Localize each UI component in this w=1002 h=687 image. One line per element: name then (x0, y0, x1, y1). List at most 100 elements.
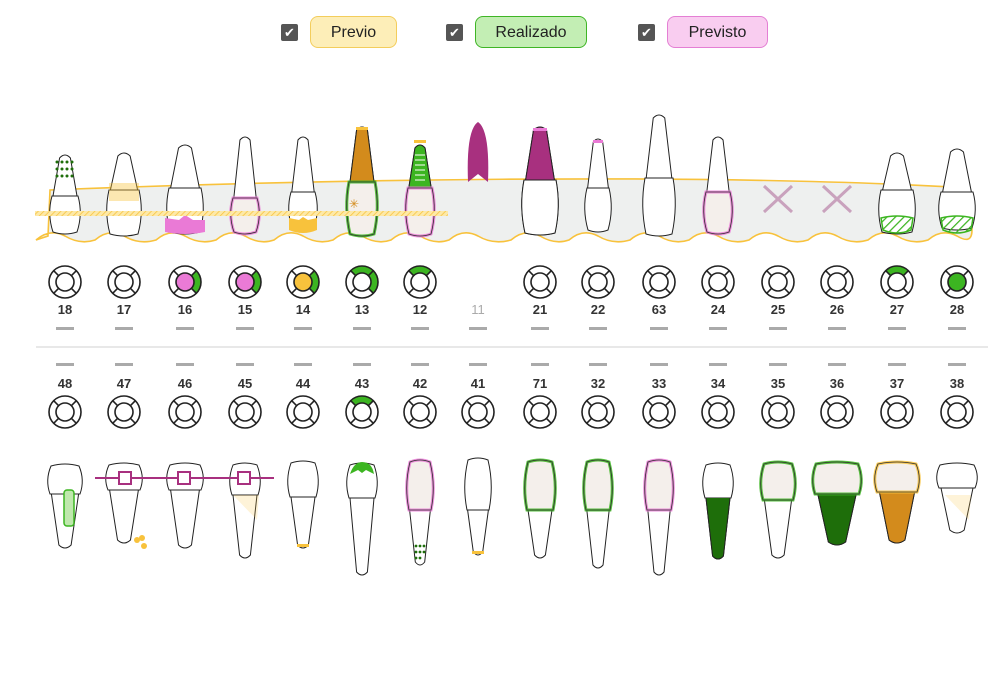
surface-selector-18[interactable] (48, 265, 82, 299)
surface-left[interactable] (107, 270, 118, 294)
surface-center[interactable] (352, 402, 372, 422)
surface-left[interactable] (524, 270, 534, 294)
surface-right[interactable] (546, 400, 556, 424)
surface-center[interactable] (530, 402, 550, 422)
surface-center[interactable] (887, 272, 907, 292)
surface-center[interactable] (293, 272, 313, 292)
surface-selector-16[interactable] (168, 265, 202, 299)
surface-top[interactable] (586, 395, 610, 406)
surface-left[interactable] (404, 270, 414, 294)
surface-right[interactable] (963, 270, 973, 294)
mobility-dash[interactable] (828, 327, 846, 330)
tooth-21[interactable] (521, 126, 559, 236)
surface-center[interactable] (768, 272, 788, 292)
tooth-34[interactable] (702, 462, 734, 560)
surface-top[interactable] (173, 265, 197, 276)
surface-center[interactable] (947, 402, 967, 422)
surface-selector-21[interactable] (523, 265, 557, 299)
surface-selector-27[interactable] (880, 265, 914, 299)
surface-top[interactable] (766, 395, 790, 406)
mobility-dash[interactable] (650, 327, 668, 330)
mobility-dash[interactable] (353, 363, 371, 366)
surface-bottom[interactable] (350, 288, 374, 299)
surface-top[interactable] (885, 395, 909, 406)
surface-bottom[interactable] (173, 418, 197, 429)
mobility-dash[interactable] (236, 327, 254, 330)
surface-selector-47[interactable] (107, 395, 141, 429)
surface-right[interactable] (843, 270, 853, 294)
surface-top[interactable] (706, 395, 730, 406)
mobility-dash[interactable] (888, 363, 906, 366)
surface-right[interactable] (71, 270, 82, 294)
surface-selector-12[interactable] (403, 265, 437, 299)
surface-right[interactable] (784, 400, 794, 424)
surface-right[interactable] (71, 400, 82, 424)
surface-bottom[interactable] (112, 288, 136, 298)
surface-top[interactable] (647, 265, 671, 276)
surface-left[interactable] (821, 270, 831, 294)
mobility-dash[interactable] (769, 327, 787, 330)
tooth-11-pontic[interactable] (467, 122, 489, 182)
mobility-dash[interactable] (353, 327, 371, 330)
surface-right[interactable] (963, 400, 973, 424)
tooth-33[interactable] (643, 458, 675, 576)
surface-bottom[interactable] (53, 288, 77, 298)
surface-left[interactable] (48, 400, 59, 424)
surface-bottom[interactable] (586, 418, 610, 429)
surface-center[interactable] (410, 272, 430, 292)
tooth-38[interactable] (936, 462, 978, 534)
surface-selector-42[interactable] (403, 395, 437, 429)
surface-left[interactable] (168, 270, 179, 294)
surface-left[interactable] (762, 400, 772, 424)
tooth-24[interactable] (702, 136, 734, 236)
surface-bottom[interactable] (885, 418, 909, 429)
surface-selector-14[interactable] (286, 265, 320, 299)
surface-selector-71[interactable] (523, 395, 557, 429)
surface-selector-63[interactable] (642, 265, 676, 299)
surface-center[interactable] (293, 402, 313, 422)
mobility-dash[interactable] (56, 327, 74, 330)
surface-left[interactable] (582, 270, 592, 294)
surface-center[interactable] (708, 402, 728, 422)
surface-top[interactable] (233, 395, 257, 406)
mobility-dash[interactable] (294, 363, 312, 366)
surface-left[interactable] (821, 400, 831, 424)
surface-selector-37[interactable] (880, 395, 914, 429)
surface-right[interactable] (665, 270, 675, 294)
tooth-25-extraction[interactable] (762, 184, 794, 214)
tooth-41[interactable] (464, 457, 492, 556)
surface-bottom[interactable] (408, 288, 432, 299)
surface-selector-45[interactable] (228, 395, 262, 429)
surface-right[interactable] (604, 270, 614, 294)
legend-previsto[interactable]: ✔ Previsto (638, 16, 768, 48)
surface-right[interactable] (903, 400, 913, 424)
surface-center[interactable] (352, 272, 372, 292)
surface-left[interactable] (229, 400, 239, 424)
surface-bottom[interactable] (408, 418, 432, 429)
surface-center[interactable] (468, 402, 488, 422)
surface-bottom[interactable] (350, 418, 374, 429)
surface-right[interactable] (130, 400, 140, 424)
surface-right[interactable] (368, 400, 378, 424)
tooth-42[interactable] (405, 458, 435, 566)
surface-bottom[interactable] (528, 288, 552, 299)
surface-top[interactable] (528, 395, 552, 406)
realizado-checkbox[interactable]: ✔ (446, 23, 463, 41)
surface-selector-38[interactable] (940, 395, 974, 429)
surface-selector-36[interactable] (820, 395, 854, 429)
surface-top[interactable] (647, 395, 671, 406)
surface-left[interactable] (286, 270, 297, 294)
tooth-18[interactable] (49, 154, 81, 235)
tooth-26-extraction[interactable] (821, 184, 853, 214)
surface-right[interactable] (426, 400, 437, 424)
surface-bottom[interactable] (53, 418, 77, 428)
surface-center[interactable] (114, 402, 134, 422)
surface-top[interactable] (945, 265, 969, 276)
surface-center[interactable] (114, 272, 134, 292)
mobility-dash[interactable] (948, 363, 966, 366)
surface-right[interactable] (368, 270, 378, 294)
surface-bottom[interactable] (766, 418, 790, 429)
surface-selector-34[interactable] (701, 395, 735, 429)
tooth-63[interactable] (642, 114, 676, 237)
surface-right[interactable] (309, 400, 319, 424)
